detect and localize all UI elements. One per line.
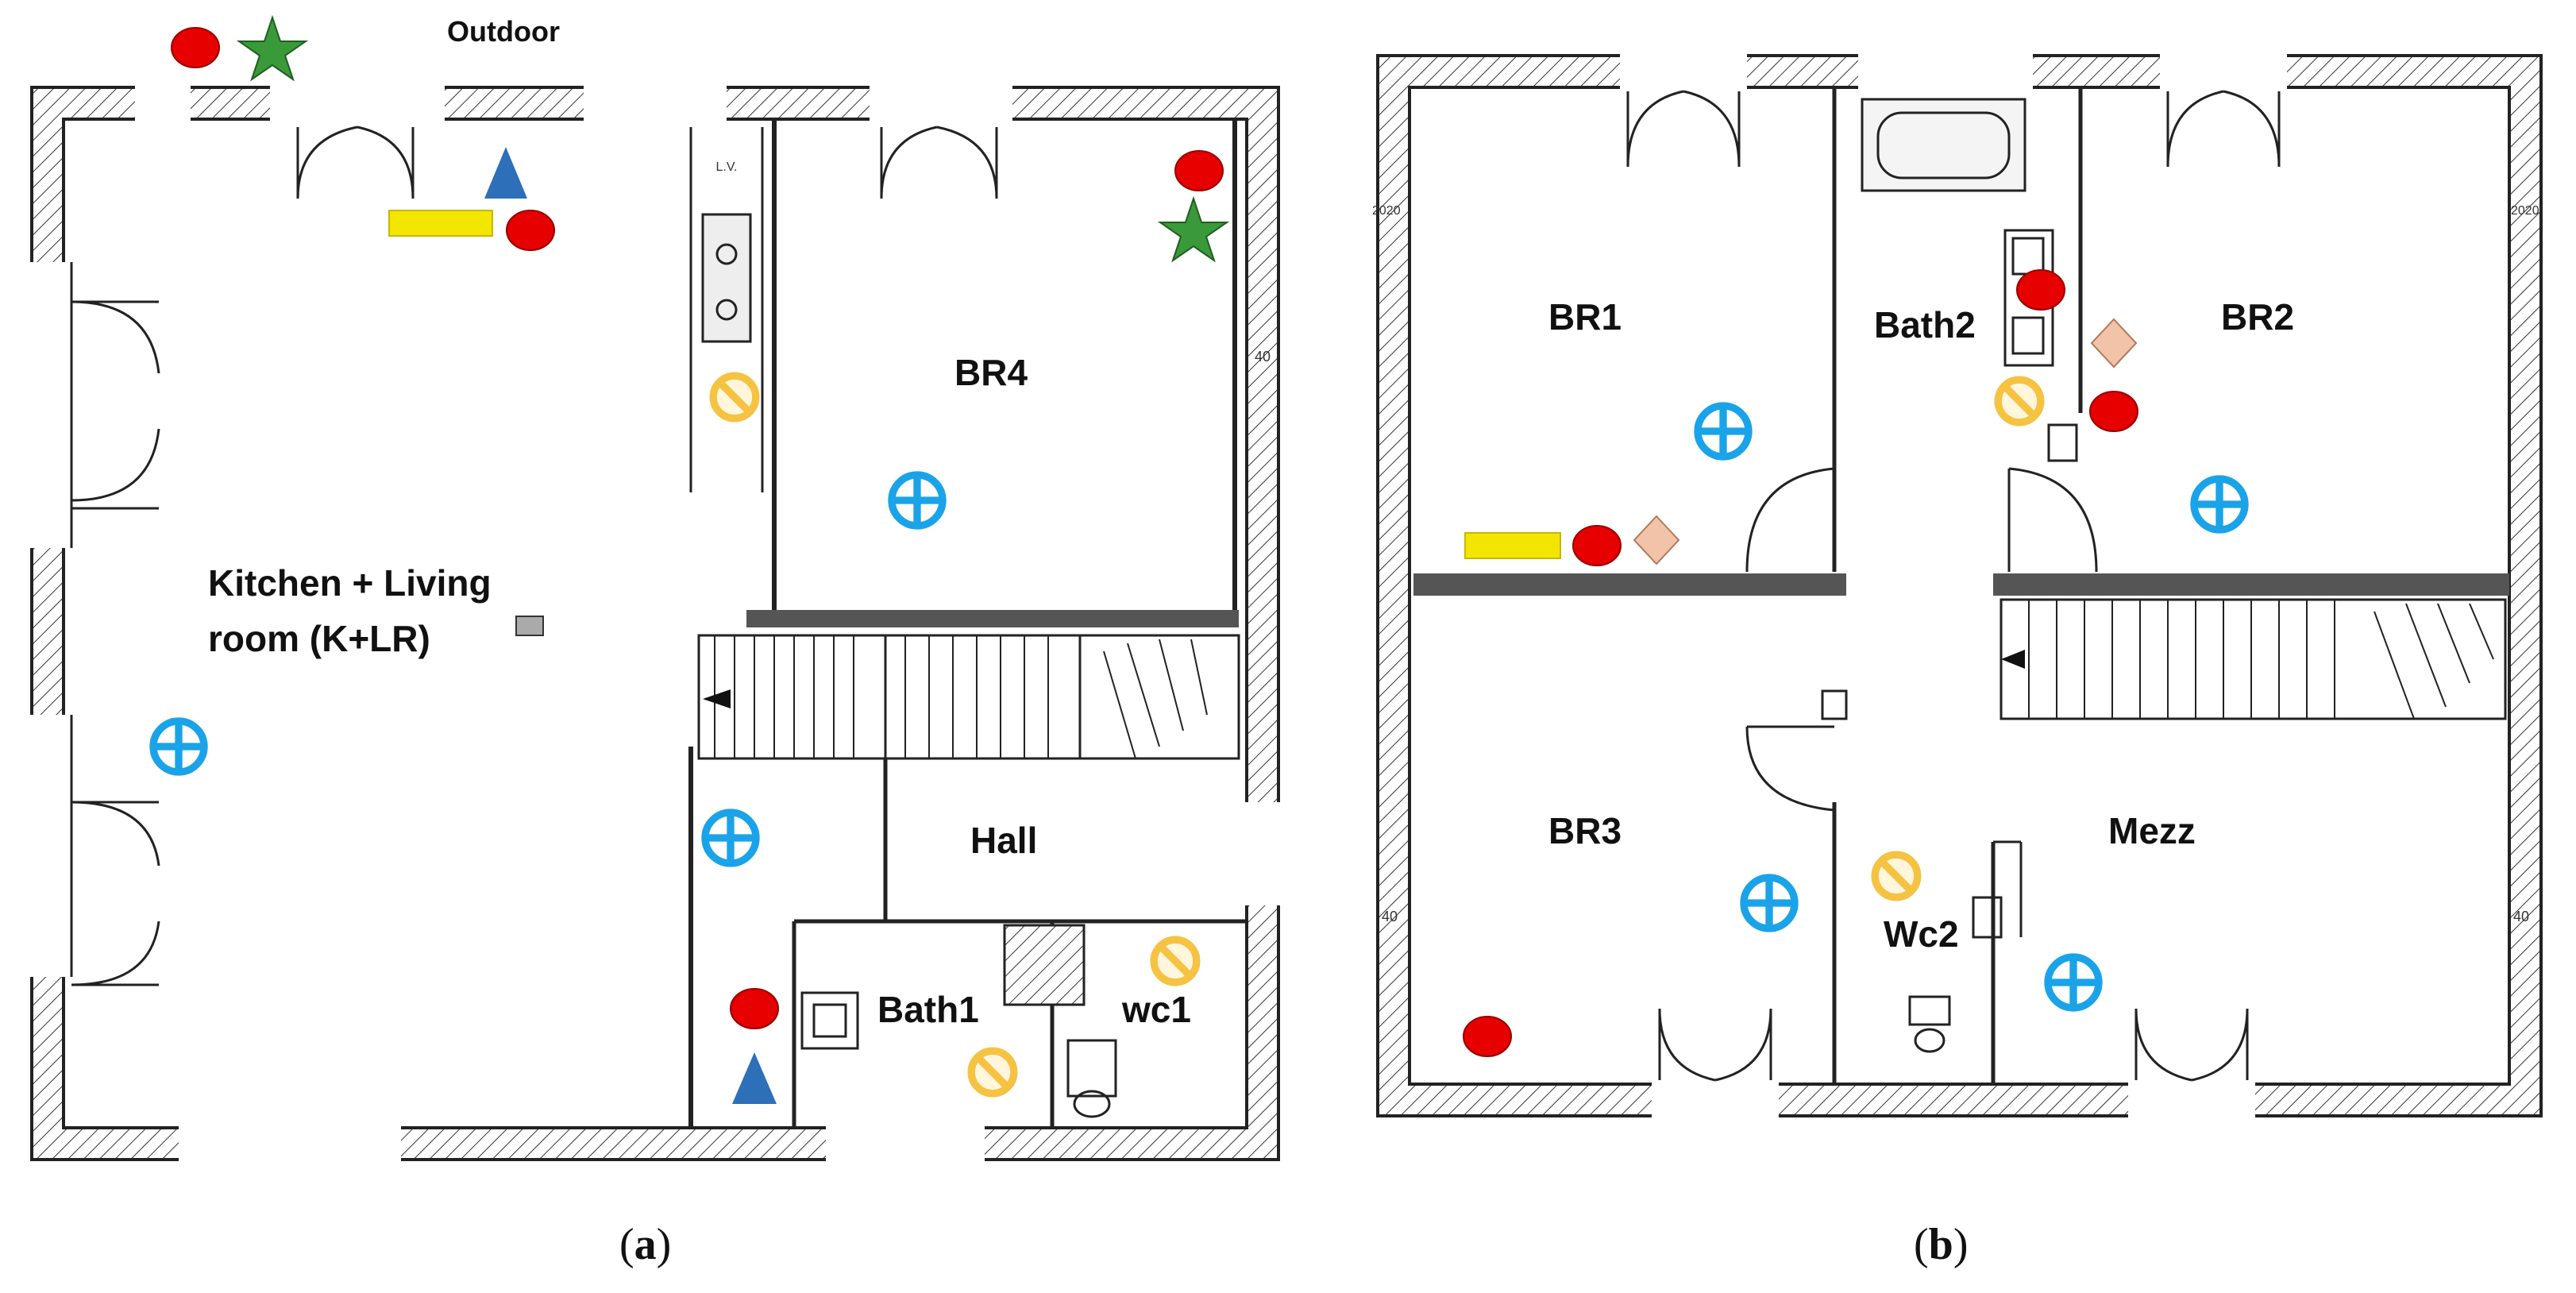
cyan-crosshair-icon [2048, 957, 2099, 1008]
caption-a-open: ( [619, 1220, 634, 1269]
red-circle-icon [506, 210, 555, 251]
room-label-br3: BR3 [1548, 810, 1622, 851]
dim-label: 40 [2513, 909, 2529, 924]
caption-b-close: ) [1953, 1220, 1969, 1269]
peach-diamond-icon [2090, 318, 2138, 369]
cyan-crosshair-icon [2194, 479, 2245, 530]
window-gap [1620, 51, 1747, 92]
orange-prohibit-icon [1998, 380, 2041, 423]
cyan-crosshair-icon [1698, 406, 1749, 457]
room-label-bath2: Bath2 [1874, 304, 1976, 345]
dim-label: 2020 [2511, 204, 2539, 218]
yellow-rectangle-icon [388, 210, 493, 237]
window-gap [2160, 51, 2287, 92]
floor-plan-a: L.V. [27, 14, 1283, 1269]
caption-a: (a) [619, 1220, 671, 1269]
room-label-wc2: Wc2 [1884, 913, 1959, 955]
window-gap [870, 83, 1012, 124]
wall-strip [1993, 573, 2509, 596]
peach-diamond-icon [1633, 515, 1680, 565]
red-circle-icon [171, 27, 220, 68]
plan-b-outer-wall [1376, 54, 2543, 1117]
cyan-crosshair-icon [892, 475, 943, 526]
room-label-mezz: Mezz [2108, 810, 2196, 851]
door-arcs-b [1745, 467, 2098, 812]
room-label-wc1: wc1 [1121, 989, 1191, 1030]
small-fixture-icon [515, 616, 544, 636]
window-gap [27, 715, 68, 977]
wc2-fixtures [1821, 689, 2023, 1053]
stair-treads-a [714, 635, 1208, 759]
door-swings-top [296, 125, 998, 199]
green-star-icon [236, 14, 309, 82]
caption-a-letter: a [634, 1220, 657, 1269]
cyan-crosshair-icon [153, 721, 204, 772]
staircase-a [697, 634, 1240, 760]
dim-label: 2020 [1372, 204, 1401, 218]
door-swings-left [70, 262, 160, 986]
red-circle-icon [1572, 525, 1622, 566]
window-gap [179, 1123, 401, 1164]
bath1-fixtures [800, 924, 1117, 1118]
red-circle-icon [1174, 150, 1224, 191]
stair-arrow-icon [703, 689, 731, 708]
room-label-br2: BR2 [2221, 296, 2294, 338]
room-label-br4: BR4 [954, 352, 1028, 393]
yellow-rectangle-icon [1464, 532, 1561, 559]
cyan-crosshair-icon [705, 812, 756, 863]
caption-a-close: ) [657, 1220, 672, 1269]
room-label-br1: BR1 [1548, 296, 1622, 338]
red-circle-icon [730, 988, 779, 1029]
orange-prohibit-icon [1154, 940, 1197, 982]
outdoor-label: Outdoor [447, 15, 560, 48]
cyan-crosshair-icon [1744, 878, 1795, 928]
orange-prohibit-icon [713, 376, 756, 419]
window-gap [270, 83, 445, 124]
kitchen-counter [689, 127, 764, 492]
caption-b-open: ( [1914, 1220, 1929, 1269]
room-label-hall: Hall [970, 820, 1037, 861]
stair-arrow-icon [2001, 650, 2025, 669]
bathtub [1861, 98, 2026, 192]
window-gap [584, 83, 727, 124]
green-star-icon [1157, 195, 1230, 263]
room-label-kitchen-line1: Kitchen + Living [208, 562, 492, 604]
door-swings-top-b [1626, 90, 2281, 1082]
wall-strip [746, 610, 1239, 627]
window-gap [1858, 51, 2033, 92]
floor-plan-b: 2020 2020 40 40 BR1 Bath2 BR2 BR3 Mezz W… [1372, 51, 2543, 1269]
window-gap [135, 83, 191, 124]
orange-prohibit-icon [971, 1051, 1014, 1094]
blue-triangle-icon [484, 147, 527, 199]
interior-walls-a [688, 119, 1237, 1128]
window-gap [2128, 1079, 2255, 1121]
lv-label: L.V. [716, 160, 738, 174]
red-circle-icon [2089, 391, 2138, 432]
bath2-sinks [2003, 229, 2078, 462]
orange-prohibit-icon [1875, 855, 1918, 897]
red-circle-icon [2016, 269, 2065, 311]
window-gap [1652, 1079, 1779, 1121]
stair-treads-b [2028, 600, 2494, 720]
window-gap [826, 1123, 985, 1164]
window-gap [1242, 802, 1283, 905]
room-label-bath1: Bath1 [877, 989, 979, 1030]
window-gap [27, 262, 68, 548]
red-circle-icon [1463, 1016, 1512, 1057]
staircase-b [1999, 598, 2507, 720]
dim-label: 40 [1255, 349, 1271, 365]
room-label-kitchen-line2: room (K+LR) [208, 618, 430, 659]
dim-label: 40 [1382, 909, 1398, 924]
wall-strip [1413, 573, 1846, 596]
caption-b: (b) [1914, 1220, 1968, 1269]
caption-b-letter: b [1929, 1220, 1953, 1269]
interior-walls-b [1832, 87, 2083, 1084]
blue-triangle-icon [732, 1052, 777, 1104]
